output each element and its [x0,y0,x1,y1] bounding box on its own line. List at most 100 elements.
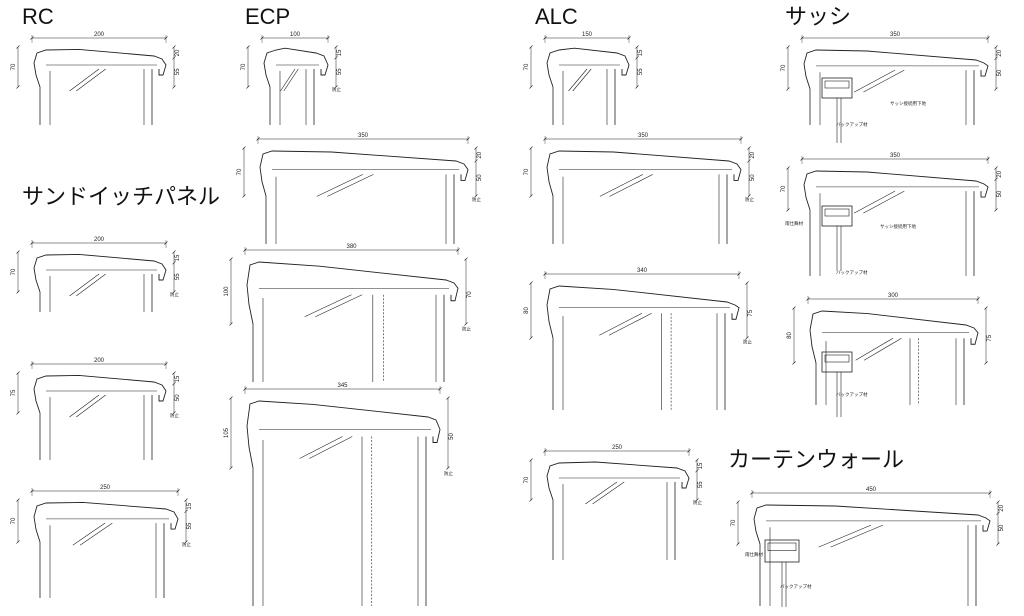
dimension-label: 50 [175,394,181,401]
note-sash-support-2: サッシ接続用下地 [880,223,916,230]
drawing-line [529,458,533,462]
dimension-label: 20 [997,49,1003,56]
dimension-label: 20 [999,504,1005,511]
annotation-label: 防止 [462,326,471,333]
drawing-line [446,396,450,400]
drawing-outline [33,501,179,543]
drawing-line [855,337,894,361]
drawing-outline [33,374,167,414]
drawing-line [695,498,699,502]
drawing-line [16,250,20,254]
dimension-label: 20 [175,49,181,56]
sash-frame-inner [824,80,850,89]
drawing-line [863,190,905,214]
dimension-label: 75 [11,389,17,396]
sash-frame-inner [767,542,797,551]
drawing-outline [546,150,742,197]
dimension-label: 20 [750,151,756,158]
drawing-line [69,273,100,297]
dimension-label: 70 [11,268,17,275]
heading-ecp: ECP [245,4,291,29]
drawing-line [786,166,790,170]
annotation-label: 防止 [472,196,481,203]
dimension-label: 250 [612,445,623,451]
drawing-line [747,159,751,163]
dimension-label: 300 [888,293,899,299]
drawing-line [242,146,246,150]
drawing-line [853,190,896,214]
drawing-line [994,45,998,49]
drawing-line [863,337,902,361]
dimension-label: 55 [175,273,181,280]
drawing-outline [33,48,167,88]
note-waterproof-2: 雨仕舞材 [745,551,763,558]
dimension-label: 380 [346,244,357,250]
drawing-line [529,336,533,340]
dimension-label: 55 [175,68,181,75]
dimension-label: 50 [997,69,1003,76]
drawing-line [609,174,653,197]
drawing-line [736,500,740,504]
drawing-outline [753,504,991,545]
dimension-label: 350 [638,133,649,139]
dimension-label: 200 [94,237,105,243]
annotation-label: 防止 [332,86,341,93]
drawing-line [994,56,998,61]
drawing-outline [803,49,989,90]
dimension-label: 250 [100,485,111,491]
annotation-label: 防止 [743,339,752,346]
dimension-label: 200 [94,358,105,364]
drawing-line [996,511,1000,516]
drawing-line [16,498,20,502]
drawing-line [184,509,188,514]
drawing-line [283,68,299,92]
drawing-line [599,174,644,197]
dimension-label: 100 [290,32,301,38]
drawing-line [172,56,176,60]
drawing-line [246,45,250,49]
drawing-line [585,481,618,505]
drawing-line [172,382,176,386]
sash-frame-2 [821,205,853,271]
drawing-line [994,87,998,91]
drawing-line [16,45,20,49]
drawing-line [315,294,363,318]
drawing-outline [33,253,167,293]
drawing-line [16,85,20,89]
drawing-outline [546,461,690,501]
dimension-label: 50 [477,174,483,181]
drawing-outline [263,47,329,88]
drawing-line [16,411,20,415]
dimension-label: 15 [175,254,181,261]
drawing-line [172,290,176,294]
drawing-line [529,146,533,150]
dimension-label: 50 [997,190,1003,197]
drawing-line [172,85,176,89]
note-backup-1: バックアップ材 [836,121,868,128]
drawing-outline [803,170,989,211]
dimension-label: 70 [241,63,247,70]
dimension-label: 50 [449,433,455,440]
drawing-line [16,371,20,375]
drawing-line [327,174,374,197]
drawing-line [695,469,699,473]
drawing-line [172,250,176,254]
note-backup-3: バックアップ材 [836,391,868,398]
drawing-outline [246,261,459,325]
dimension-label: 20 [477,151,483,158]
dimension-label: 70 [781,64,787,71]
dimension-label: 70 [524,476,530,483]
drawing-line [229,466,233,470]
dimension-label: 70 [524,63,530,70]
drawing-line [792,361,796,365]
drawing-outline [546,47,630,88]
dimension-label: 55 [187,522,193,529]
drawing-line [280,68,296,92]
drawing-line [996,500,1000,504]
